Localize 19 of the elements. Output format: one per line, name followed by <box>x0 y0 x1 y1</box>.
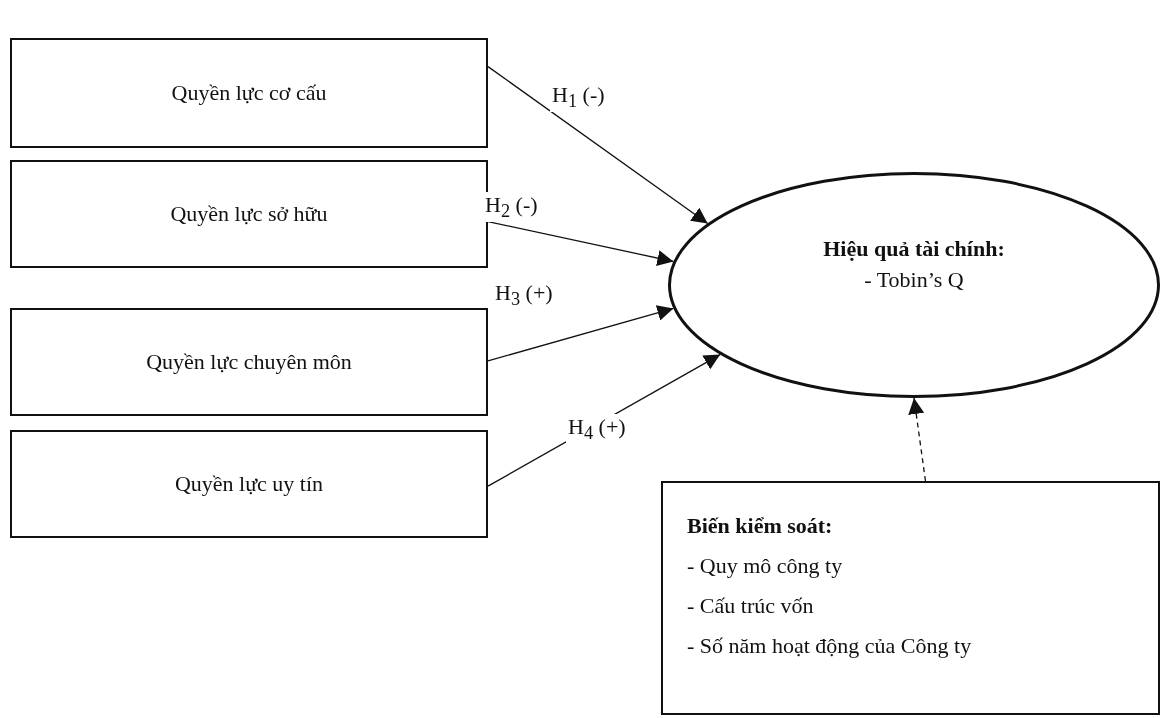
control-variables-box <box>661 481 1160 715</box>
concept-box <box>10 430 488 538</box>
arrow <box>487 305 675 362</box>
heading-text: Biến kiểm soát: <box>687 513 833 539</box>
concept-label: Quyền lực chuyên môn <box>146 349 352 375</box>
heading-text: Hiệu quả tài chính: <box>823 235 1005 264</box>
list-item-text: - Quy mô công ty <box>687 553 843 579</box>
list-item-text: - Tobin’s Q <box>864 266 964 294</box>
edge-label: H$_{2}$ (-) <box>483 192 540 223</box>
list-item-text: - Số năm hoạt động của Công ty <box>687 633 972 659</box>
concept-box <box>10 308 488 416</box>
edge-label: H$_{4}$ (+) <box>566 414 628 445</box>
list-item-text: - Cấu trúc vốn <box>687 593 814 619</box>
arrow <box>487 65 709 225</box>
dashed-arrow <box>908 397 927 482</box>
concept-label: Quyền lực sở hữu <box>170 201 328 227</box>
concept-label: Quyền lực uy tín <box>174 471 324 497</box>
concept-label: Quyền lực cơ cấu <box>171 80 327 106</box>
concept-box <box>10 38 488 148</box>
